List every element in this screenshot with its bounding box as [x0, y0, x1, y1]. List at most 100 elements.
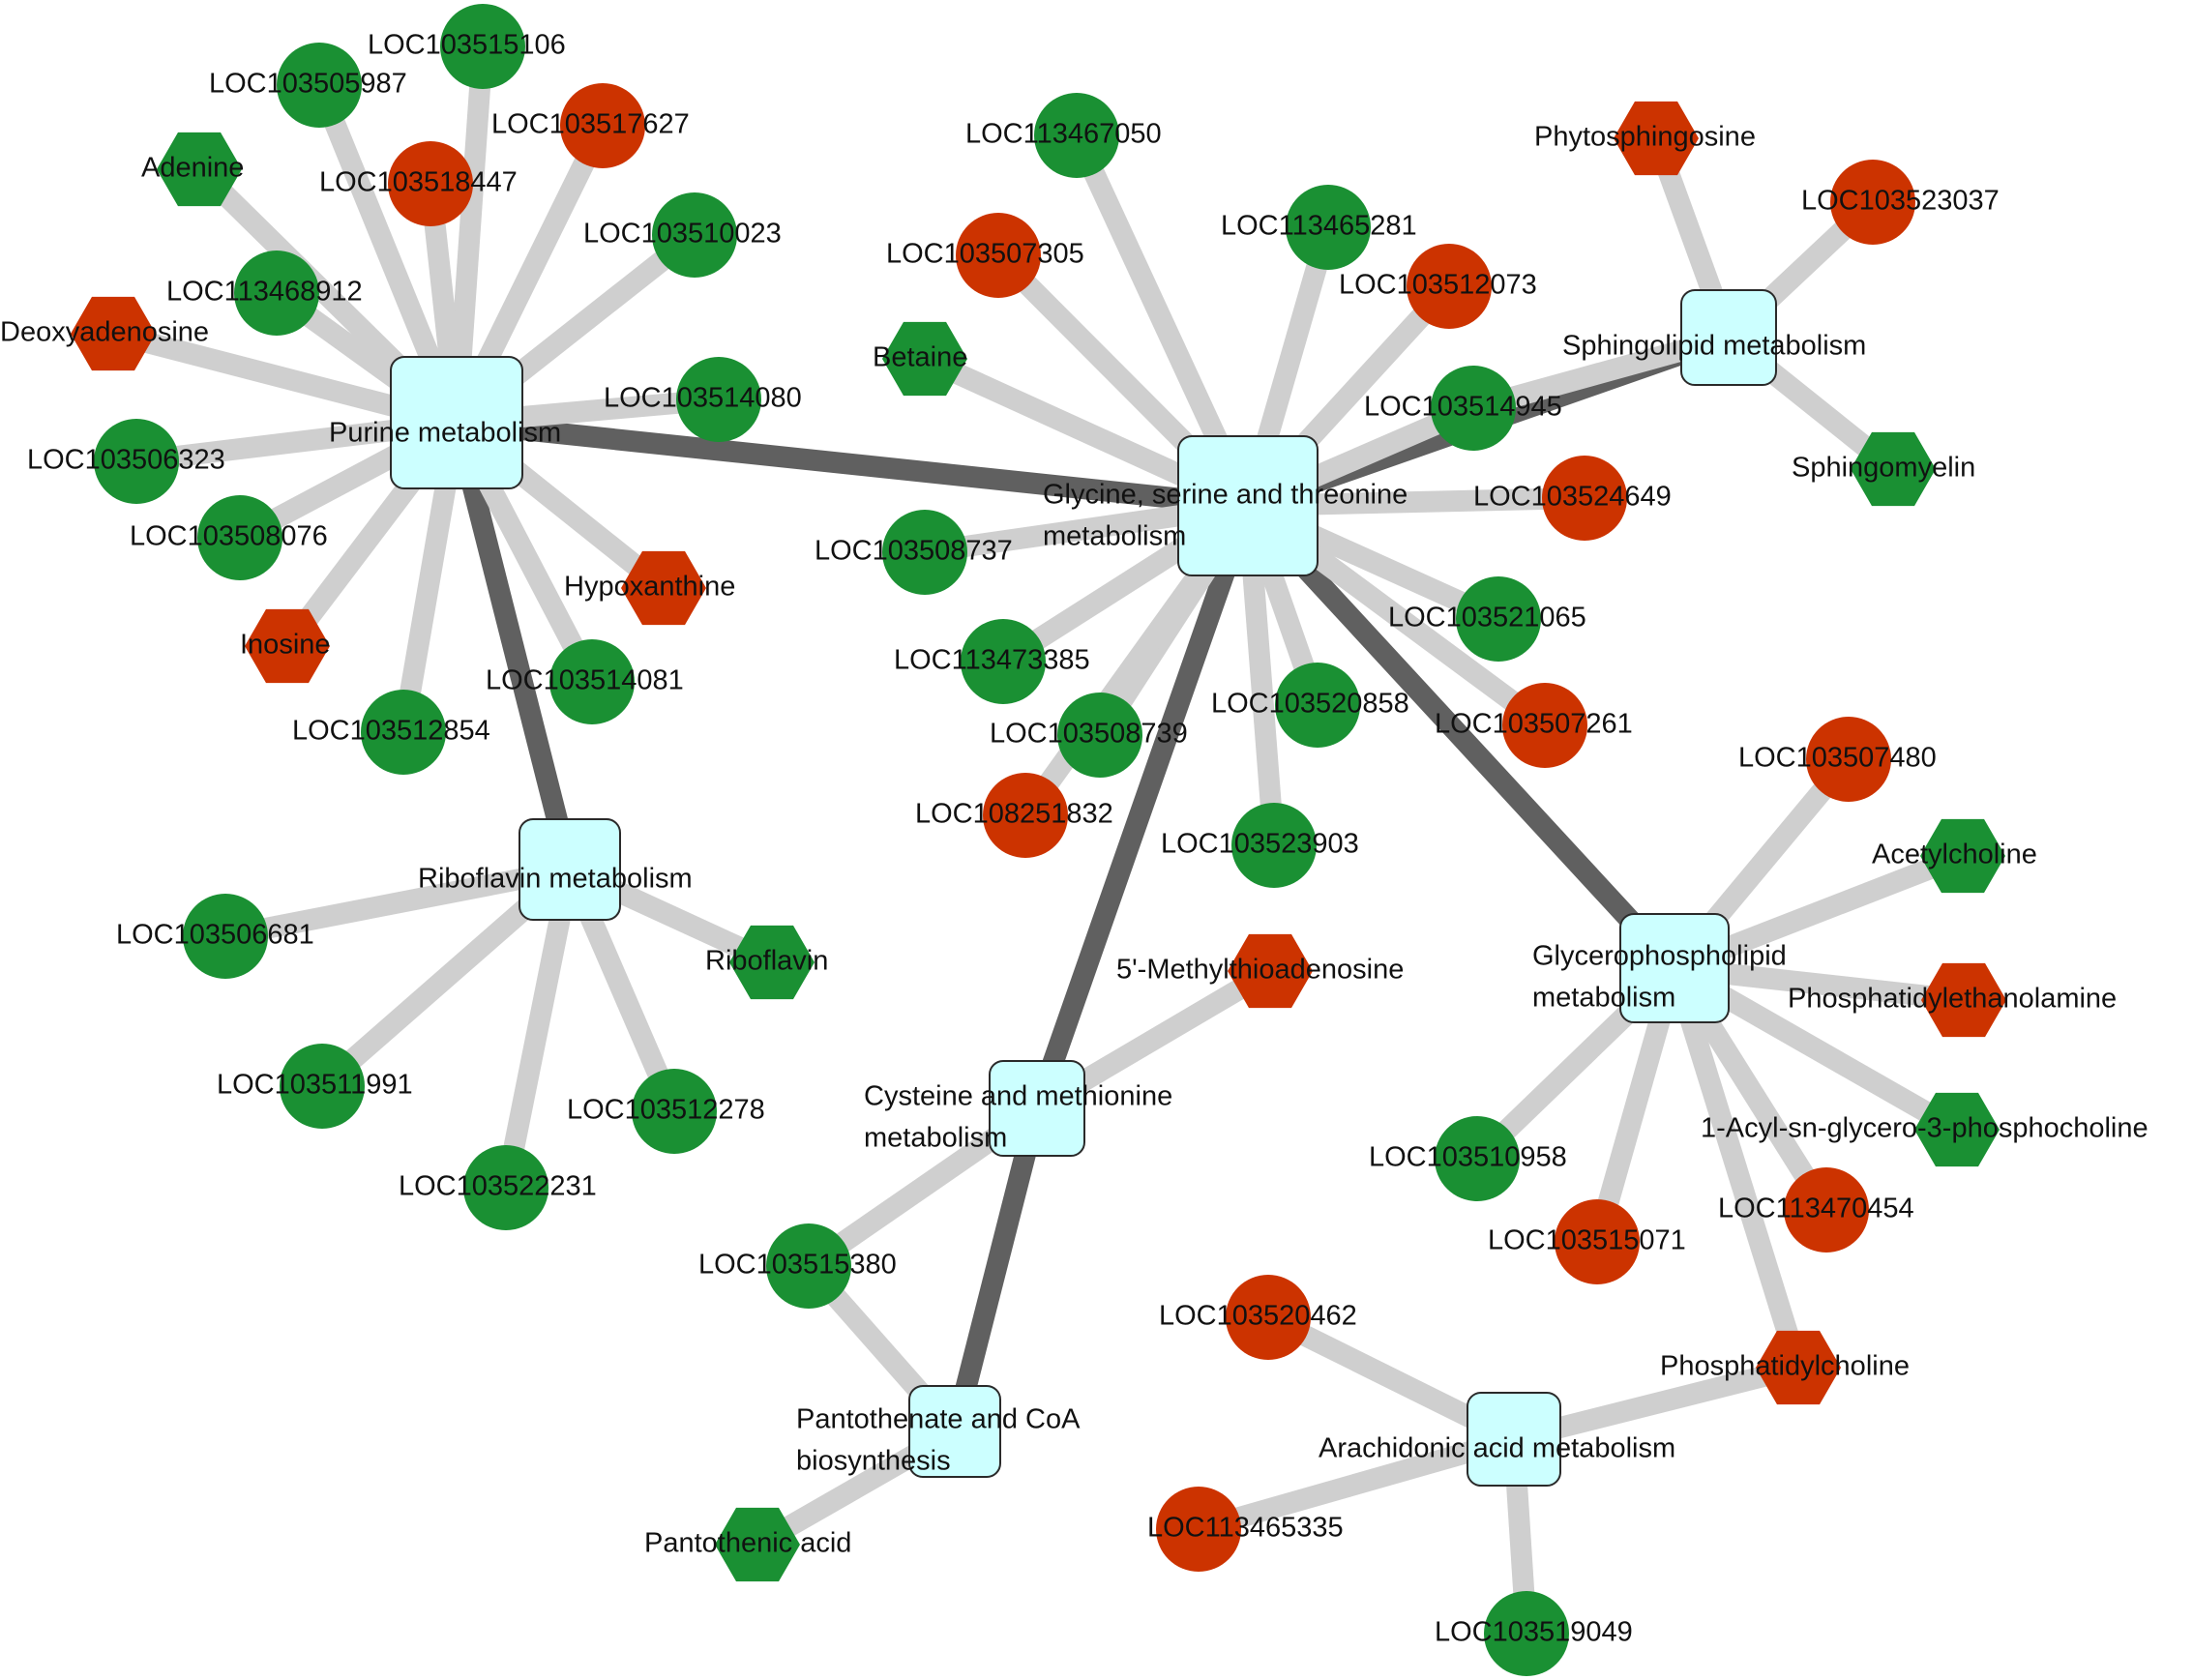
pathway-node-purine[interactable] — [390, 356, 523, 489]
edge-ribo-n34 — [222, 859, 573, 947]
metabolite-node-hexagon[interactable] — [882, 321, 967, 397]
metabolite-node-hexagon[interactable] — [1756, 1330, 1841, 1405]
metabolite-node-hexagon[interactable] — [1614, 101, 1699, 176]
gene-node-circle[interactable] — [1542, 456, 1627, 541]
gene-node-circle[interactable] — [1555, 1199, 1640, 1284]
gene-node-circle[interactable] — [1784, 1167, 1869, 1253]
gene-node-circle[interactable] — [882, 510, 967, 595]
gene-node-circle[interactable] — [197, 495, 282, 580]
metabolite-node-hexagon[interactable] — [1914, 1092, 2000, 1167]
node-label: LOC103514945 — [1364, 392, 1562, 423]
gene-node-circle[interactable] — [440, 4, 525, 89]
node-label: LOC113465335 — [1147, 1513, 1344, 1544]
pathway-node-panto[interactable] — [908, 1385, 1001, 1478]
gene-node-circle[interactable] — [1156, 1487, 1241, 1572]
pathway-node-sphingo[interactable] — [1680, 289, 1777, 386]
gene-node-circle[interactable] — [1275, 663, 1360, 748]
gene-node-circle[interactable] — [1057, 693, 1142, 778]
gene-node-circle[interactable] — [1806, 717, 1891, 802]
node-label: LOC103511991 — [217, 1070, 413, 1101]
gene-node-circle[interactable] — [961, 619, 1046, 704]
node-label: LOC103523903 — [1161, 829, 1359, 860]
gene-node-circle[interactable] — [388, 141, 473, 226]
metabolite-node-hexagon[interactable] — [729, 925, 815, 1000]
gene-node-circle[interactable] — [549, 639, 635, 724]
gene-node-circle[interactable] — [1286, 185, 1371, 270]
edge-arach-n51 — [1195, 1429, 1518, 1540]
pathway-label: Sphingolipid metabolism — [1562, 331, 1866, 362]
node-label: Sphingomyelin — [1792, 453, 1975, 484]
metabolite-node-hexagon[interactable] — [715, 1507, 800, 1582]
node-label: LOC103519049 — [1435, 1617, 1633, 1648]
pathway-node-glycine[interactable] — [1177, 435, 1319, 576]
gene-node-circle[interactable] — [1456, 576, 1541, 662]
gene-node-circle[interactable] — [280, 1044, 365, 1129]
gene-node-circle[interactable] — [632, 1069, 717, 1154]
metabolite-node-hexagon[interactable] — [1851, 431, 1936, 507]
node-label: LOC103520858 — [1211, 689, 1409, 720]
node-label: LOC103510023 — [583, 219, 782, 250]
node-label: Betaine — [873, 342, 967, 373]
node-label: LOC103514080 — [604, 383, 802, 414]
gene-node-circle[interactable] — [234, 251, 319, 336]
pathway-node-arach[interactable] — [1467, 1392, 1561, 1487]
gene-node-circle[interactable] — [94, 419, 179, 504]
metabolite-node-hexagon[interactable] — [71, 296, 156, 371]
gene-node-circle[interactable] — [652, 192, 737, 278]
gene-node-circle[interactable] — [766, 1223, 851, 1309]
gene-node-circle[interactable] — [956, 213, 1041, 298]
pathway-node-ribo[interactable] — [519, 818, 621, 921]
node-label: LOC103512854 — [292, 716, 490, 747]
gene-node-circle[interactable] — [1407, 244, 1492, 329]
node-label: LOC103520462 — [1159, 1301, 1357, 1332]
pathway-label: Glycine, serine and threonine — [1043, 480, 1408, 511]
pathway-label: Pantothenate and CoA — [796, 1404, 1081, 1435]
node-label: LOC103517627 — [491, 109, 690, 140]
node-label: LOC103506681 — [116, 920, 314, 951]
gene-node-circle[interactable] — [183, 894, 268, 979]
gene-node-circle[interactable] — [361, 690, 446, 775]
gene-node-circle[interactable] — [277, 43, 362, 128]
metabolite-node-hexagon[interactable] — [1921, 962, 2006, 1038]
gene-node-circle[interactable] — [1435, 1116, 1520, 1201]
metabolite-node-hexagon[interactable] — [621, 550, 706, 626]
gene-node-circle[interactable] — [1226, 1275, 1311, 1360]
edge-glycine-cys — [1026, 502, 1259, 1112]
gene-node-circle[interactable] — [1502, 683, 1587, 768]
pathway-label: Cysteine and methionine — [864, 1081, 1172, 1112]
gene-node-circle[interactable] — [560, 83, 645, 168]
gene-node-circle[interactable] — [1034, 93, 1119, 178]
gene-node-circle[interactable] — [1231, 803, 1317, 888]
pathway-label: metabolism — [1043, 521, 1186, 552]
gene-node-circle[interactable] — [463, 1145, 548, 1230]
node-label: LOC103506323 — [27, 445, 225, 476]
pathway-node-cys[interactable] — [989, 1060, 1085, 1157]
gene-node-circle[interactable] — [676, 357, 761, 442]
pathway-node-glycero[interactable] — [1619, 913, 1730, 1023]
node-label: LOC103507261 — [1435, 709, 1633, 740]
gene-node-circle[interactable] — [1830, 160, 1915, 245]
node-label: LOC103515380 — [698, 1250, 897, 1281]
metabolite-node-hexagon[interactable] — [1920, 818, 2005, 894]
gene-node-circle[interactable] — [1484, 1591, 1569, 1676]
node-label: Deoxyadenosine — [0, 317, 209, 348]
node-label: Phosphatidylcholine — [1660, 1351, 1910, 1382]
edge-glycero-n50 — [1664, 964, 1809, 1371]
gene-node-circle[interactable] — [1431, 366, 1516, 451]
node-label: LOC103518447 — [319, 167, 518, 198]
node-label: Riboflavin — [705, 946, 828, 977]
node-label: Acetylcholine — [1872, 840, 2037, 870]
node-label: Phytosphingosine — [1534, 122, 1756, 153]
metabolite-node-hexagon[interactable] — [1228, 933, 1313, 1009]
pathway-label: Arachidonic acid metabolism — [1319, 1433, 1675, 1464]
node-label: LOC103515071 — [1488, 1225, 1686, 1256]
pathway-label: biosynthesis — [796, 1446, 951, 1477]
node-label: LOC103507480 — [1738, 743, 1937, 774]
gene-node-circle[interactable] — [983, 773, 1068, 858]
metabolite-node-hexagon[interactable] — [245, 608, 330, 684]
node-label: LOC103514081 — [486, 665, 684, 696]
node-label: LOC103508739 — [990, 719, 1188, 750]
pathway-label: Purine metabolism — [329, 418, 561, 449]
metabolite-node-hexagon[interactable] — [157, 132, 242, 207]
